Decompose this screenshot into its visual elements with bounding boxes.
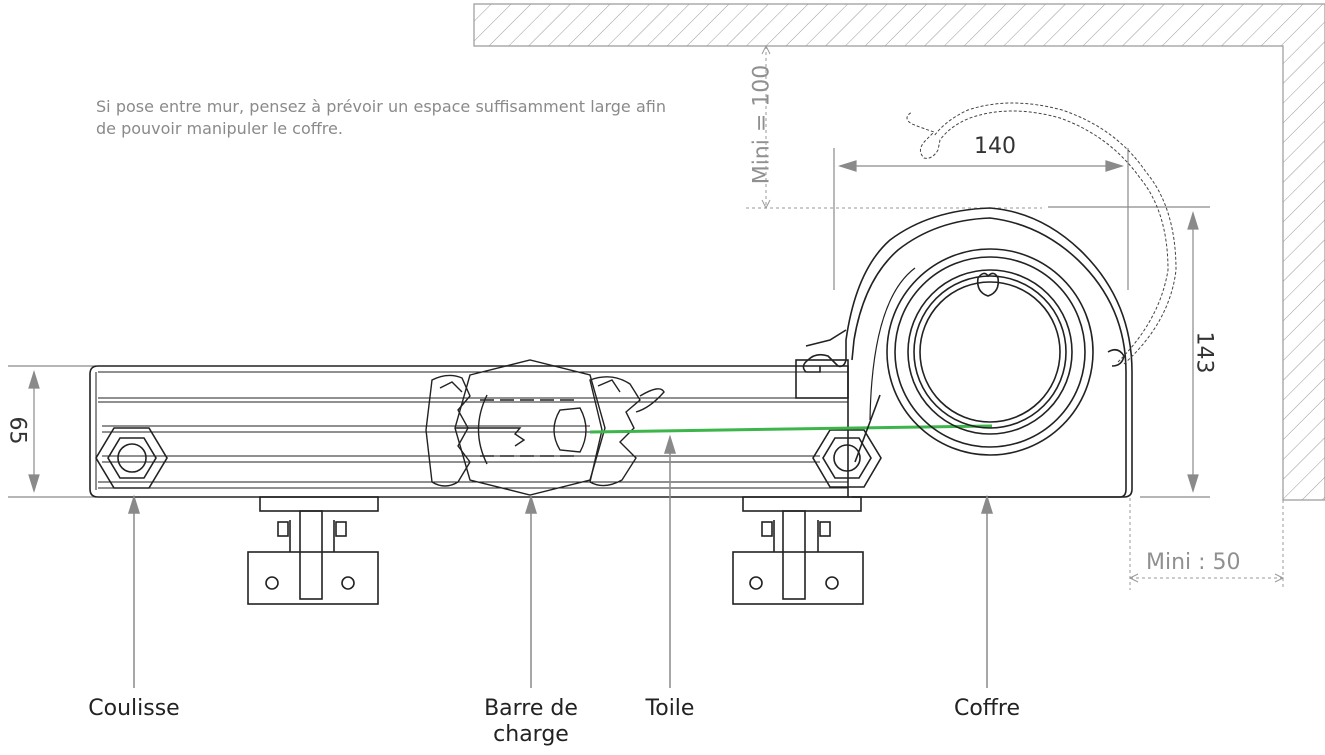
load-bar [425, 359, 665, 496]
height-143-label: 143 [1191, 331, 1217, 374]
callout-coulisse: Coulisse [88, 696, 180, 721]
callout-barre-de-charge: Barre de charge [456, 696, 606, 748]
rail-body [89, 365, 849, 498]
mini-50-label: Mini : 50 [1146, 550, 1241, 575]
callout-barre-line1: Barre de [484, 696, 578, 721]
housing [795, 207, 1133, 498]
right-bracket [732, 496, 864, 605]
installation-note: Si pose entre mur, pensez à prévoir un e… [96, 97, 666, 138]
right-hex-pulley [812, 429, 882, 488]
height-65-label: 65 [4, 416, 30, 445]
fabric-line [589, 424, 993, 434]
height-65-dimension [8, 365, 96, 498]
callout-leaders [127, 434, 994, 688]
left-bracket [247, 496, 379, 605]
lid-ghost [906, 102, 1177, 365]
callout-barre-line2: charge [493, 722, 569, 747]
mini-100-label: Mini = 100 [749, 64, 775, 185]
mini-100-dimension [746, 44, 1042, 210]
width-140-label: 140 [974, 134, 1016, 159]
callout-toile: Toile [645, 696, 695, 721]
roller-tube [854, 248, 1094, 463]
height-143-dimension [1048, 206, 1210, 498]
callout-coffre: Coffre [953, 696, 1021, 721]
left-hex-pulley [95, 427, 168, 489]
mini-50-dimension [1128, 498, 1285, 590]
width-140-dimension [833, 148, 1129, 290]
